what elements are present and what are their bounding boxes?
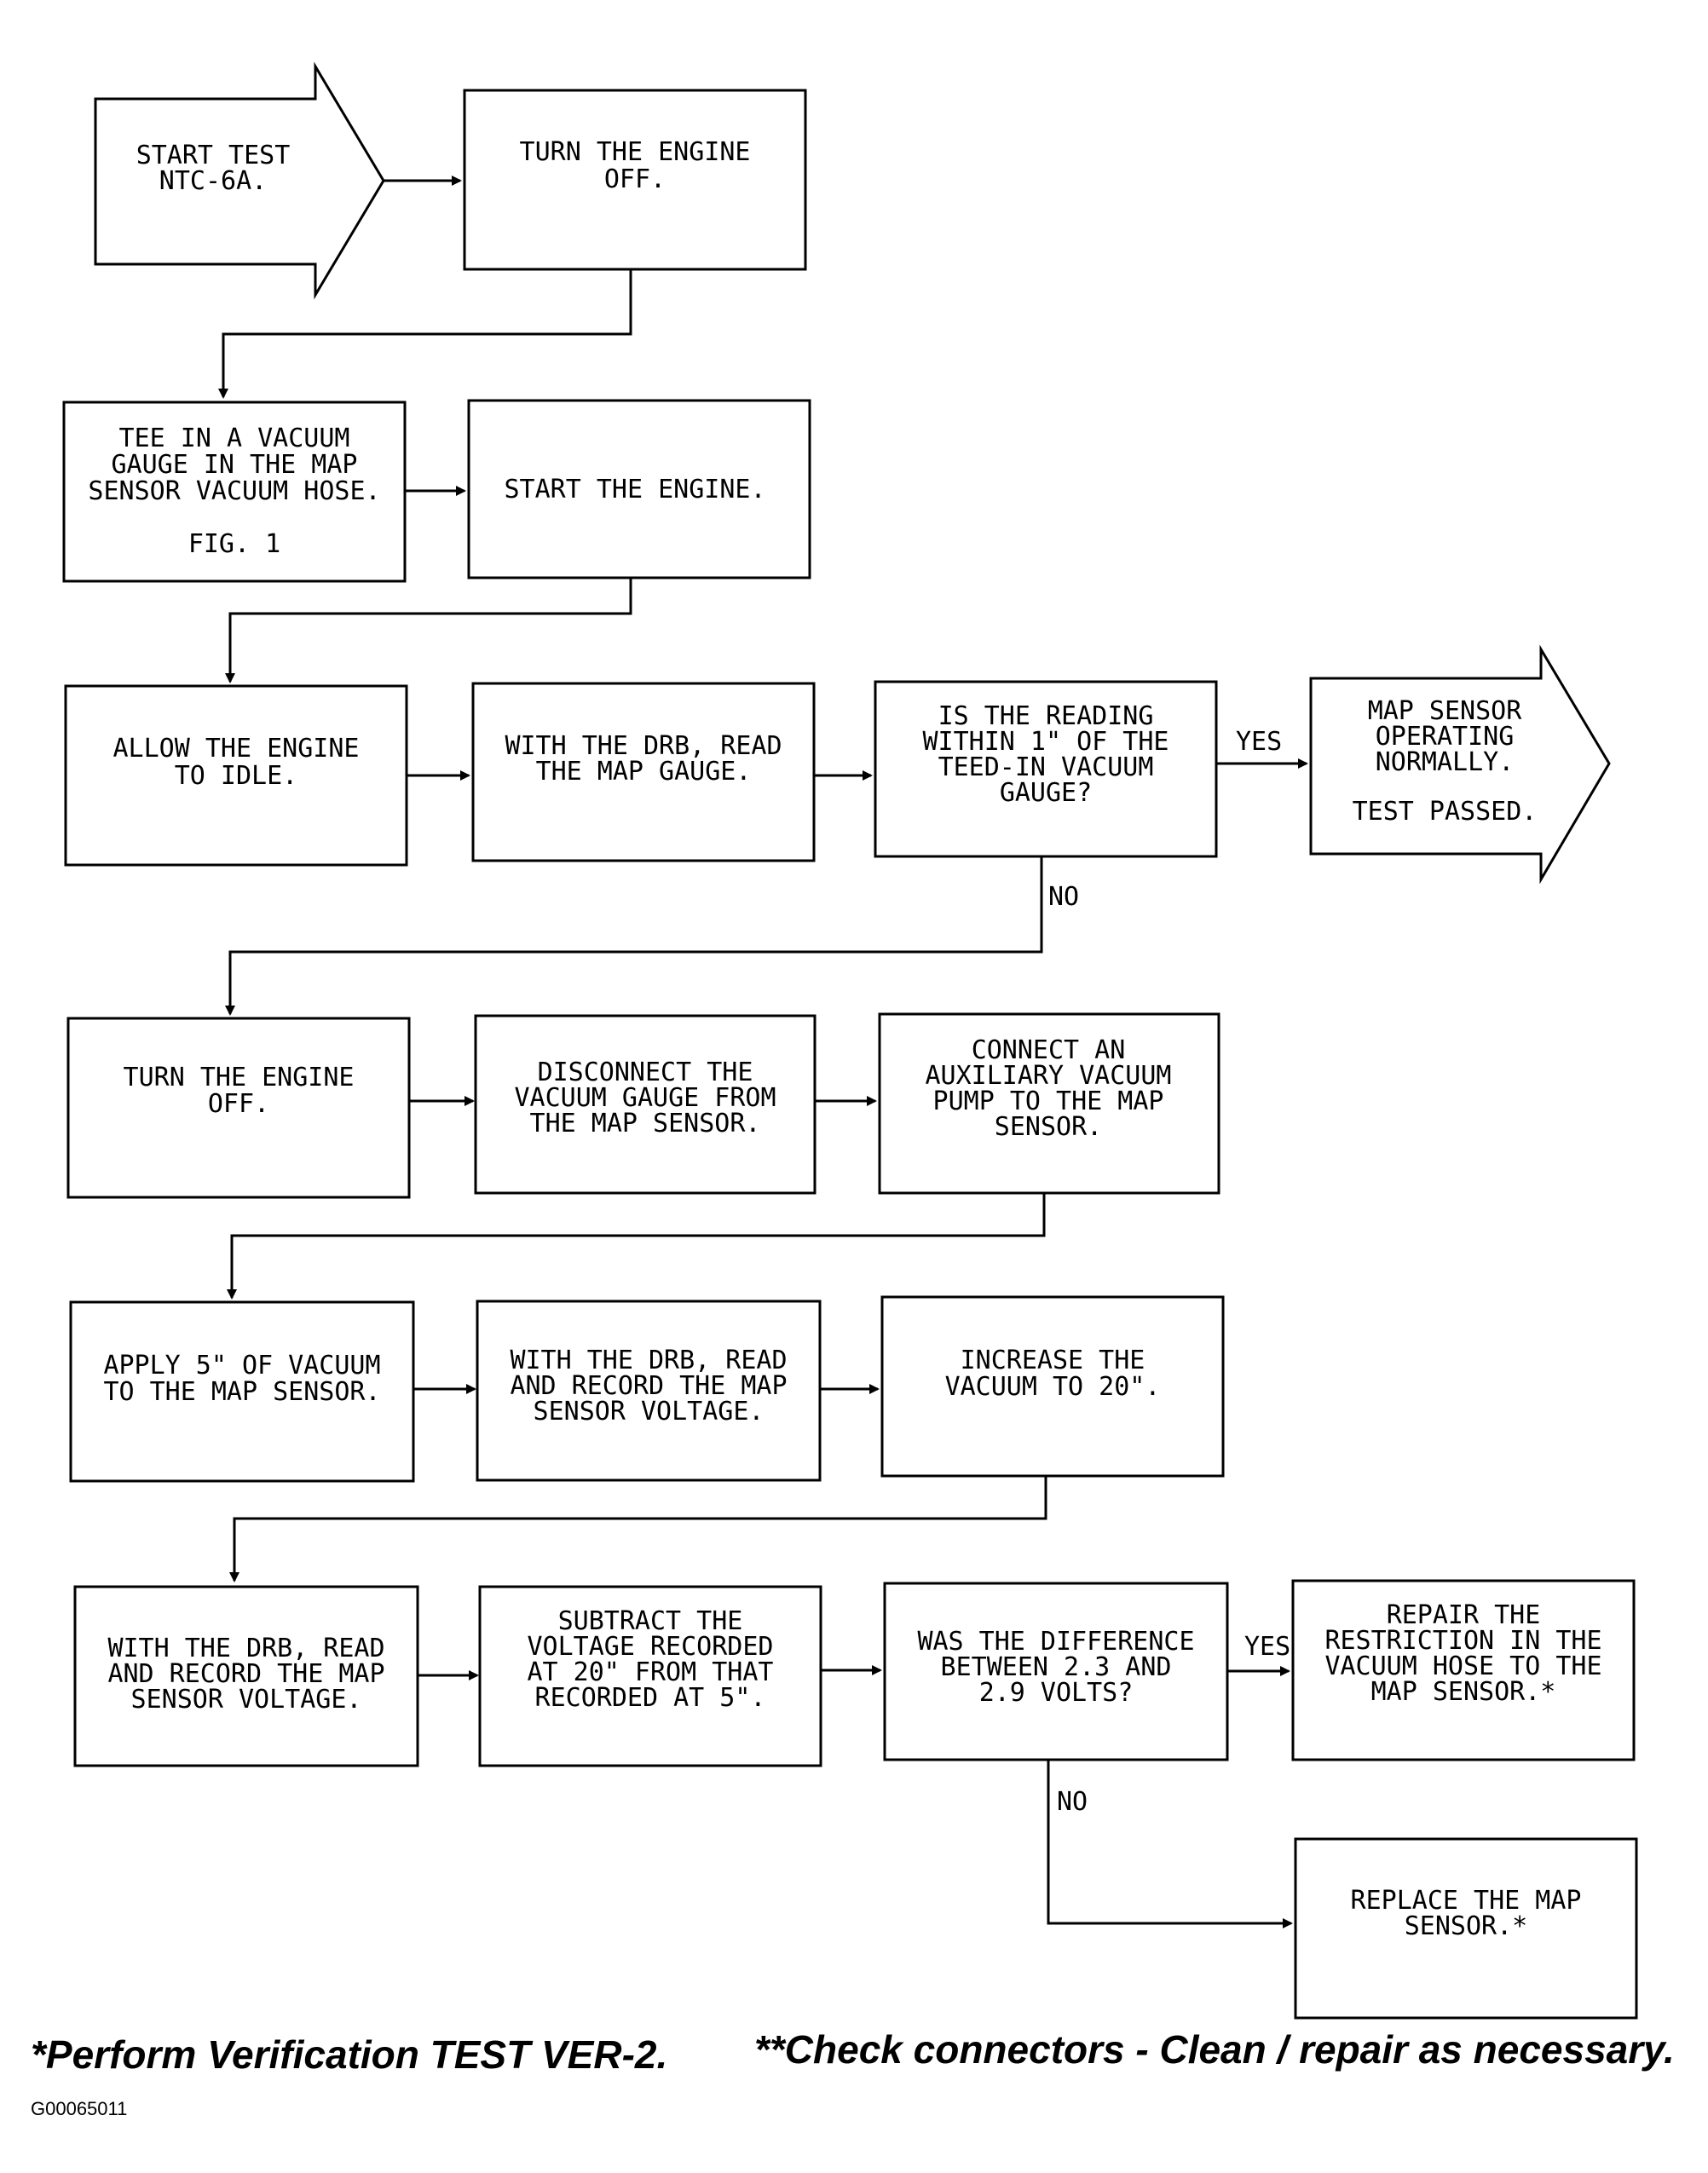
- node-decision-reading: IS THE READING WITHIN 1" OF THE TEED-IN …: [874, 680, 1218, 858]
- node-repair-hose: REPAIR THE RESTRICTION IN THE VACUUM HOS…: [1291, 1579, 1636, 1761]
- node-line: APPLY 5" OF VACUUM: [103, 1351, 380, 1380]
- node-line: NORMALLY.: [1376, 747, 1515, 777]
- node-line: TEE IN A VACUUM: [119, 424, 350, 453]
- node-line: REPLACE THE MAP: [1351, 1886, 1582, 1916]
- node-line: AND RECORD THE MAP: [510, 1371, 787, 1401]
- connectors: [218, 176, 1308, 1928]
- node-line: PUMP TO THE MAP: [933, 1086, 1164, 1116]
- node-line: FIG. 1: [188, 529, 280, 559]
- node-line: TURN THE ENGINE: [124, 1063, 355, 1092]
- node-subtract: SUBTRACT THE VOLTAGE RECORDED AT 20" FRO…: [478, 1585, 822, 1767]
- node-line: OPERATING: [1376, 722, 1515, 752]
- node-line: SENSOR VOLTAGE.: [534, 1397, 765, 1427]
- node-line: VACUUM TO 20".: [945, 1372, 1161, 1402]
- edge-label-no: NO: [1057, 1787, 1088, 1817]
- edge-label-yes: YES: [1244, 1632, 1290, 1662]
- node-line: MAP SENSOR: [1368, 696, 1523, 726]
- node-line: VOLTAGE RECORDED: [528, 1632, 774, 1662]
- node-line: SENSOR.*: [1405, 1911, 1528, 1941]
- edge-label-no: NO: [1048, 882, 1079, 912]
- node-line: ALLOW THE ENGINE: [113, 734, 360, 764]
- node-line: WITH THE DRB, READ: [107, 1634, 384, 1663]
- node-line: BETWEEN 2.3 AND: [941, 1652, 1172, 1682]
- edge-increase-to-record2: [229, 1476, 1047, 1582]
- node-line: INCREASE THE: [961, 1346, 1145, 1375]
- node-start-engine: START THE ENGINE.: [467, 399, 811, 579]
- node-line: TURN THE ENGINE: [520, 137, 751, 167]
- footer-note-connectors: **Check connectors - Clean / repair as n…: [754, 2027, 1675, 2072]
- node-line: START THE ENGINE.: [504, 475, 765, 504]
- node-line: RESTRICTION IN THE: [1324, 1626, 1601, 1656]
- node-line: TO IDLE.: [175, 761, 298, 791]
- node-line: IS THE READING: [938, 701, 1154, 731]
- node-passed: MAP SENSOR OPERATING NORMALLY. TEST PASS…: [1309, 644, 1611, 885]
- edge-decision2-no: [1047, 1760, 1293, 1928]
- node-line: AT 20" FROM THAT: [528, 1657, 774, 1687]
- node-line: TEST PASSED.: [1353, 797, 1538, 827]
- footer-note-verification: *Perform Verification TEST VER-2.: [31, 2032, 668, 2077]
- node-line: VACUUM GAUGE FROM: [514, 1083, 776, 1113]
- node-line: 2.9 VOLTS?: [979, 1678, 1134, 1708]
- node-line: THE MAP SENSOR.: [530, 1109, 761, 1138]
- node-line: TEED-IN VACUUM: [938, 752, 1154, 782]
- node-connect-pump: CONNECT AN AUXILIARY VACUUM PUMP TO THE …: [878, 1012, 1220, 1195]
- node-line: START TEST: [136, 141, 291, 170]
- node-read-map-gauge: WITH THE DRB, READ THE MAP GAUGE.: [471, 682, 816, 862]
- node-line: WAS THE DIFFERENCE: [917, 1627, 1194, 1657]
- passed-arrow-shape: [1309, 644, 1611, 885]
- node-line: SENSOR VOLTAGE.: [131, 1685, 362, 1715]
- start-arrow-shape: [94, 61, 385, 300]
- figure-code: G00065011: [31, 2098, 128, 2119]
- node-record-voltage-1: WITH THE DRB, READ AND RECORD THE MAP SE…: [476, 1300, 822, 1482]
- node-line: DISCONNECT THE: [538, 1058, 753, 1087]
- node-engine-off-1: TURN THE ENGINE OFF.: [463, 89, 807, 271]
- node-record-voltage-2: WITH THE DRB, READ AND RECORD THE MAP SE…: [73, 1585, 419, 1767]
- edge-pump-to-apply: [227, 1188, 1046, 1300]
- edge-label-yes: YES: [1236, 727, 1282, 757]
- node-line: WITH THE DRB, READ: [505, 731, 782, 761]
- node-line: RECORDED AT 5".: [535, 1683, 766, 1713]
- node-start: START TEST NTC-6A.: [94, 61, 385, 300]
- node-line: REPAIR THE: [1387, 1600, 1541, 1630]
- node-line: AUXILIARY VACUUM: [926, 1061, 1172, 1091]
- node-line: WITH THE DRB, READ: [510, 1346, 787, 1375]
- node-line: MAP SENSOR.*: [1371, 1677, 1556, 1707]
- node-idle: ALLOW THE ENGINE TO IDLE.: [64, 684, 408, 867]
- node-line: VACUUM HOSE TO THE: [1324, 1651, 1601, 1681]
- node-line: AND RECORD THE MAP: [107, 1659, 384, 1689]
- node-apply-vacuum: APPLY 5" OF VACUUM TO THE MAP SENSOR.: [69, 1300, 415, 1483]
- edge-engine-off-to-tee: [218, 269, 632, 399]
- node-line: TO THE MAP SENSOR.: [103, 1377, 380, 1407]
- node-line: OFF.: [208, 1089, 269, 1119]
- node-line: GAUGE?: [1000, 778, 1092, 808]
- node-line: SENSOR VACUUM HOSE.: [88, 476, 380, 506]
- node-tee-gauge: TEE IN A VACUUM GAUGE IN THE MAP SENSOR …: [62, 401, 407, 583]
- node-line: NTC-6A.: [159, 166, 267, 196]
- node-line: SUBTRACT THE: [558, 1606, 743, 1636]
- edge-start-engine-to-idle: [225, 578, 632, 683]
- node-replace-sensor: REPLACE THE MAP SENSOR.*: [1294, 1837, 1638, 2020]
- node-line: WITHIN 1" OF THE: [923, 727, 1169, 757]
- node-increase-vacuum: INCREASE THE VACUUM TO 20".: [880, 1295, 1225, 1478]
- node-engine-off-2: TURN THE ENGINE OFF.: [66, 1017, 411, 1199]
- node-line: SENSOR.: [995, 1112, 1102, 1142]
- node-line: GAUGE IN THE MAP: [112, 450, 358, 480]
- node-decision-difference: WAS THE DIFFERENCE BETWEEN 2.3 AND 2.9 V…: [883, 1582, 1229, 1761]
- node-line: THE MAP GAUGE.: [536, 757, 752, 787]
- edge-decision-no: [225, 852, 1043, 1016]
- node-line: OFF.: [604, 164, 666, 194]
- node-disconnect-gauge: DISCONNECT THE VACUUM GAUGE FROM THE MAP…: [474, 1014, 816, 1195]
- node-line: CONNECT AN: [972, 1035, 1126, 1065]
